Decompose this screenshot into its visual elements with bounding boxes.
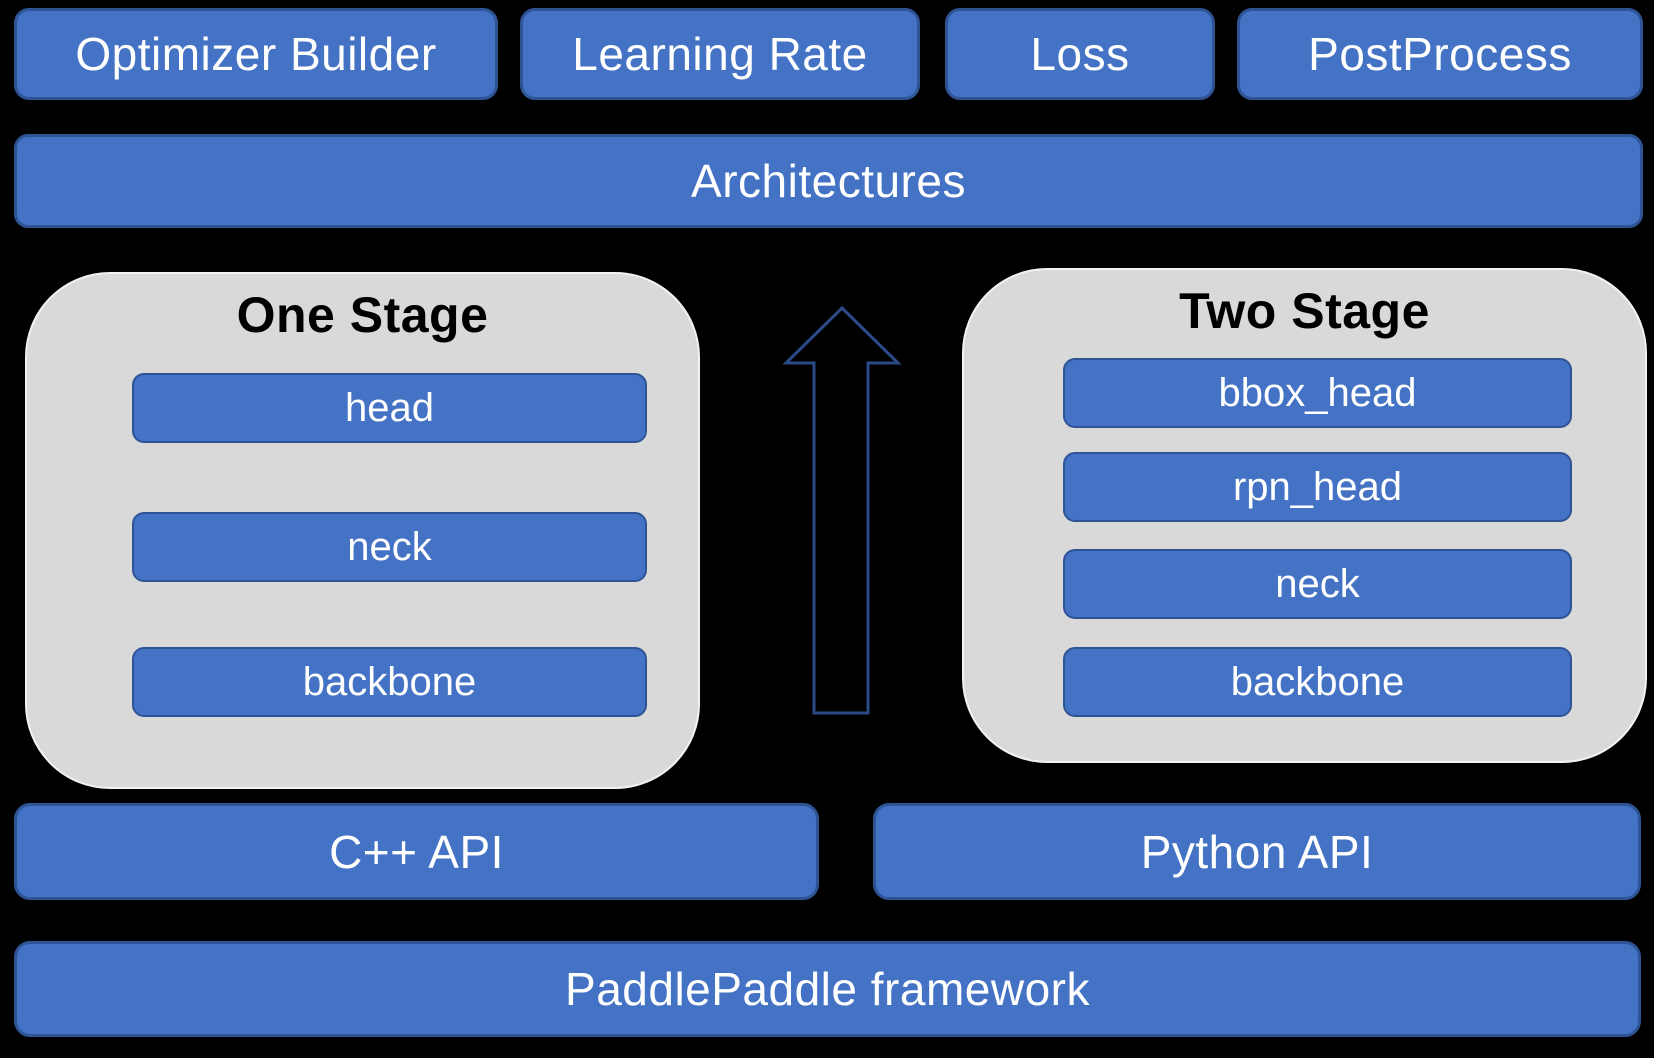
one-stage-title: One Stage [236,287,489,343]
optimizer-builder-box: Optimizer Builder [14,8,498,100]
two-stage-panel: Two Stage bbox_head rpn_head neck backbo… [962,268,1647,763]
one-stage-neck-bar: neck [132,512,647,582]
architectures-bar: Architectures [14,134,1643,228]
two-stage-backbone-bar: backbone [1063,647,1572,717]
loss-box: Loss [945,8,1215,100]
two-stage-title: Two Stage [1179,283,1430,339]
two-stage-bbox-head-bar: bbox_head [1063,358,1572,428]
one-stage-backbone-bar: backbone [132,647,647,717]
one-stage-head-bar: head [132,373,647,443]
paddlepaddle-framework-bar: PaddlePaddle framework [14,941,1641,1037]
learning-rate-box: Learning Rate [520,8,920,100]
cpp-api-box: C++ API [14,803,819,900]
two-stage-neck-bar: neck [1063,549,1572,619]
postprocess-box: PostProcess [1237,8,1643,100]
two-stage-rpn-head-bar: rpn_head [1063,452,1572,522]
python-api-box: Python API [873,803,1641,900]
one-stage-panel: One Stage head neck backbone [25,272,700,789]
